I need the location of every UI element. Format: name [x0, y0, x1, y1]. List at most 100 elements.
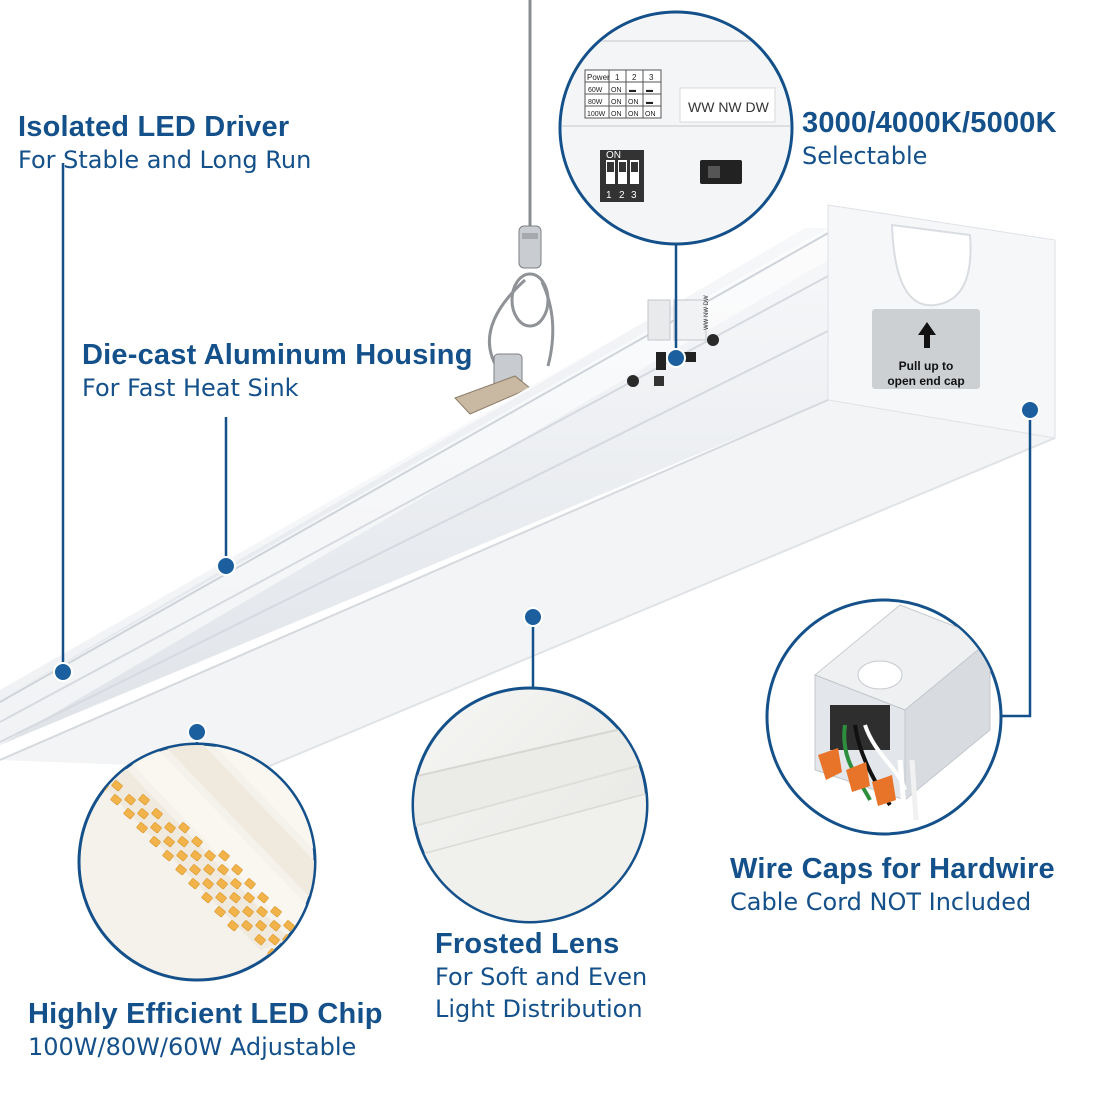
power-table-cell: ON	[645, 111, 656, 118]
led-chip	[229, 892, 241, 904]
led-chip	[175, 864, 187, 876]
power-table-cell: ▬	[646, 99, 653, 106]
power-table-cell: ▬	[646, 87, 653, 94]
dip-number-2: 2	[619, 190, 625, 201]
led-chip	[188, 878, 200, 890]
wire-caps-closeup	[765, 598, 1003, 836]
power-table-cell: ON	[628, 99, 639, 106]
led-chip	[151, 808, 163, 820]
callout-leaders	[53, 163, 1040, 744]
led-chip	[254, 934, 266, 946]
callout-subtitle-line1: For Soft and Even	[435, 963, 648, 991]
callout-title: 3000/4000K/5000K	[802, 107, 1057, 139]
power-table-header-0: Power	[587, 73, 610, 82]
led-chip	[241, 920, 253, 932]
led-chip	[227, 920, 239, 932]
housing-cct-label: WW NW DW	[704, 295, 710, 330]
led-chip	[387, 1032, 398, 1043]
led-chip	[177, 836, 189, 848]
led-chip	[322, 962, 333, 973]
led-chip	[162, 850, 174, 862]
callout-wire-caps: Wire Caps for Hardwire Cable Cord NOT In…	[730, 852, 1055, 918]
power-table-header-3: 3	[649, 73, 654, 82]
led-chip	[176, 850, 188, 862]
end-cap-label-line1: Pull up to	[899, 359, 954, 373]
callout-title: Frosted Lens	[435, 928, 620, 960]
led-chip	[228, 906, 240, 918]
led-chip	[270, 906, 282, 918]
led-chip	[202, 878, 214, 890]
led-chip	[242, 906, 254, 918]
led-chip	[178, 822, 190, 834]
callout-subtitle: For Fast Heat Sink	[82, 374, 299, 402]
led-chip	[203, 864, 215, 876]
led-chip	[231, 864, 243, 876]
power-table-cell: ON	[611, 111, 622, 118]
callout-title: Isolated LED Driver	[18, 111, 290, 143]
led-chip	[296, 934, 308, 946]
power-table	[584, 69, 662, 119]
led-chip	[164, 822, 176, 834]
led-chip	[283, 920, 295, 932]
callout-housing: Die-cast Aluminum Housing For Fast Heat …	[82, 338, 473, 404]
led-chip	[98, 766, 110, 778]
callout-frosted-lens: Frosted Lens For Soft and Even Light Dis…	[435, 927, 647, 1025]
led-chip	[204, 850, 216, 862]
callout-subtitle-line2: Light Distribution	[435, 995, 643, 1023]
led-chip	[190, 850, 202, 862]
led-chip	[110, 794, 122, 806]
dip-on-label: ON	[606, 150, 621, 161]
led-chip	[191, 836, 203, 848]
led-chip	[215, 892, 227, 904]
led-chip	[111, 780, 123, 792]
power-table-header-1: 1	[615, 73, 620, 82]
callout-title: Wire Caps for Hardwire	[730, 853, 1055, 885]
led-chip	[257, 892, 269, 904]
led-chip	[189, 864, 201, 876]
led-chip	[268, 934, 280, 946]
fixture-housing	[0, 204, 1056, 771]
power-table-header-2: 2	[632, 73, 637, 82]
led-chip	[214, 906, 226, 918]
led-chip	[150, 822, 162, 834]
led-strip	[140, 745, 314, 950]
led-chip	[201, 892, 213, 904]
artwork-texts: Power 1 2 3 60W ON ▬ ▬ 80W ON ON ▬ 100W …	[587, 73, 965, 388]
led-strip	[190, 745, 314, 950]
led-chip	[137, 808, 149, 820]
power-table-cell: 60W	[588, 87, 603, 94]
led-chip	[255, 920, 267, 932]
led-chip	[295, 948, 307, 960]
led-chip	[321, 976, 332, 987]
led-chip	[230, 878, 242, 890]
led-chip	[281, 948, 293, 960]
led-chip	[216, 878, 228, 890]
led-chip	[244, 878, 256, 890]
suspension-cable	[454, 0, 555, 415]
led-chip	[136, 822, 148, 834]
power-table-cell: 100W	[587, 111, 606, 118]
led-chip	[308, 962, 314, 974]
callout-led-driver: Isolated LED Driver For Stable and Long …	[18, 110, 311, 176]
led-chip	[123, 808, 135, 820]
callout-title: Die-cast Aluminum Housing	[82, 339, 473, 371]
callout-cct: 3000/4000K/5000K Selectable	[802, 106, 1057, 172]
cct-selector-label: WW NW DW	[688, 99, 770, 115]
led-chip	[294, 962, 306, 974]
callout-title: Highly Efficient LED Chip	[28, 998, 383, 1030]
dip-number-3: 3	[631, 190, 637, 201]
led-chip	[218, 850, 230, 862]
dip-number-1: 1	[606, 190, 612, 201]
led-chip	[309, 948, 314, 960]
led-chip	[124, 794, 136, 806]
frosted-lens-closeup	[411, 686, 649, 924]
led-chip	[163, 836, 175, 848]
end-cap-label-line2: open end cap	[887, 374, 964, 388]
callout-subtitle: For Stable and Long Run	[18, 146, 312, 174]
power-table-cell: ON	[611, 99, 622, 106]
led-chip	[149, 836, 161, 848]
led-chip	[269, 920, 281, 932]
dip-switch-closeup	[558, 10, 794, 246]
callout-subtitle: 100W/80W/60W Adjustable	[28, 1033, 357, 1061]
led-chip	[307, 976, 314, 979]
